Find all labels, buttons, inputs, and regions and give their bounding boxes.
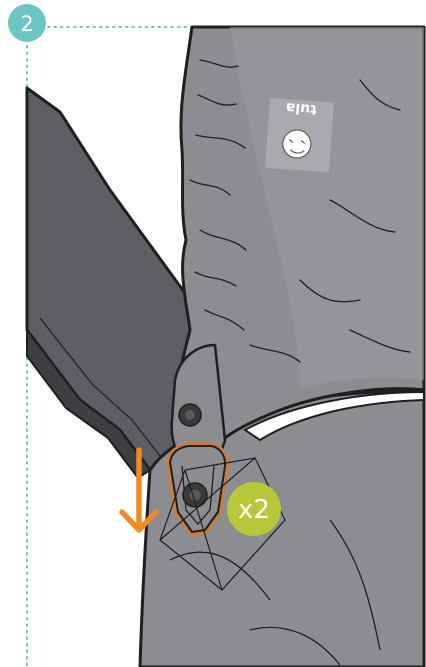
count-badge: x2 (227, 482, 281, 536)
snap-button-icon (179, 404, 201, 426)
step-number-badge: 2 (8, 4, 46, 42)
tula-logo-icon: tula (265, 98, 334, 172)
logo-text: tula (285, 99, 317, 117)
count-badge-label: x2 (238, 495, 270, 525)
step-number: 2 (20, 12, 33, 36)
